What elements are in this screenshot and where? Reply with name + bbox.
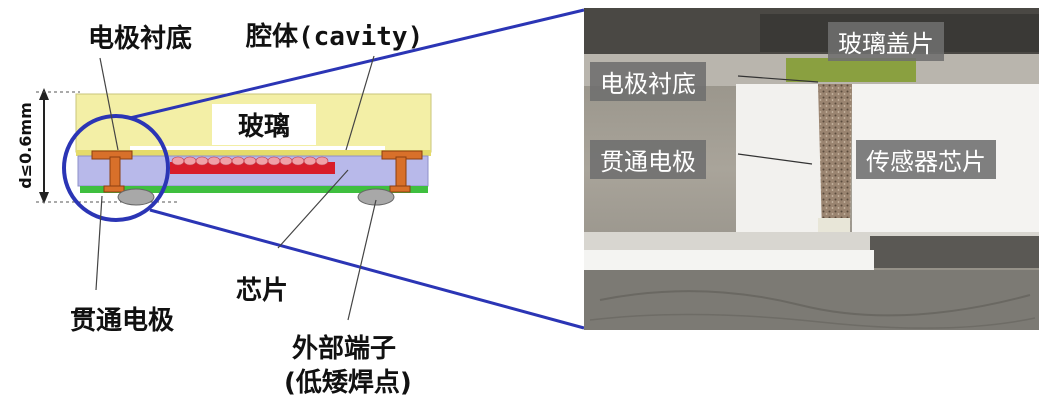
photo-label-substrate: 电极衬底 bbox=[590, 62, 706, 101]
zoom-line-bottom bbox=[149, 208, 585, 330]
photo-label-via: 贯通电极 bbox=[590, 140, 706, 179]
label-cavity: 腔体(cavity) bbox=[246, 22, 424, 52]
photo-label-glass-cover: 玻璃盖片 bbox=[828, 22, 944, 61]
label-terminal-line1: 外部端子 bbox=[292, 334, 397, 364]
via-left bbox=[91, 150, 133, 193]
solder-bump-left bbox=[117, 188, 155, 206]
zoom-line-top bbox=[129, 8, 585, 120]
label-via: 贯通电极 bbox=[70, 306, 175, 336]
sensor-die bbox=[170, 156, 335, 174]
photo-label-sensor-chip: 传感器芯片 bbox=[856, 140, 996, 179]
via-right bbox=[381, 150, 423, 193]
leader-lines bbox=[95, 55, 377, 321]
label-chip: 芯片 bbox=[236, 276, 289, 306]
photo-leader-lines bbox=[737, 75, 819, 165]
label-dimension: d≤0.6mm bbox=[15, 102, 35, 189]
label-substrate: 电极衬底 bbox=[88, 24, 193, 54]
substrate-strip bbox=[76, 150, 431, 156]
label-terminal-line2: (低矮焊点) bbox=[284, 368, 412, 398]
zoom-circle bbox=[62, 114, 170, 222]
label-glass: 玻璃 bbox=[212, 104, 317, 145]
solder-bump-right bbox=[357, 188, 395, 206]
pcb-layer bbox=[80, 186, 428, 193]
